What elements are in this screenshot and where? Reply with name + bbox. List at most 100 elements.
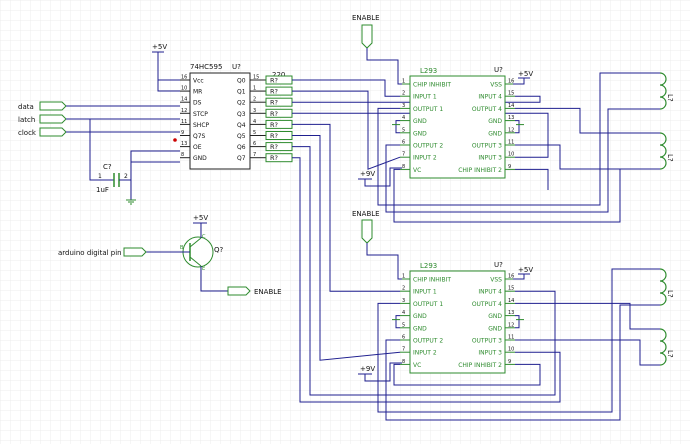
driver-pin-number: 2 [402,91,405,97]
driver-pin-name: INPUT 1 [413,289,437,296]
resistor[interactable]: R? [265,131,293,141]
wire [377,268,660,413]
sr-pin-number: 5 [253,130,256,136]
resistor[interactable]: R? [265,119,293,129]
wire [515,168,549,190]
sr-pin-name: Q6 [237,144,246,151]
coil-label: L? [666,154,674,162]
input-ports: data latch clock [18,101,180,137]
coil[interactable]: L? [659,268,674,306]
driver-pin-name: OUTPUT 4 [472,301,502,308]
sr-pin-number: 6 [253,141,256,147]
sr-pin-name: MR [193,89,202,96]
port-latch[interactable]: latch [18,114,180,124]
driver-pin-number: 5 [402,127,405,133]
wire [292,90,401,170]
driver-pin-name: INPUT 3 [478,155,502,162]
driver-pin-name: CHIP INHIBIT [413,82,451,89]
sr-pin-number: 10 [181,86,187,92]
resistor-ref: R? [270,88,278,96]
driver-pin-number: 10 [508,347,514,353]
resistor-ref: R? [270,154,278,162]
port-clock[interactable]: clock [18,127,180,137]
svg-text:latch: latch [18,116,35,124]
coil-label: L? [666,94,674,102]
driver-pin-name: GND [488,325,502,332]
driver-pin-number: 3 [402,298,405,304]
sr-pin-name: GND [193,155,207,162]
driver-pin-number: 4 [402,115,405,121]
resistor-value: 220 [272,71,285,79]
wire [515,144,660,170]
enable-port-1[interactable]: ENABLE [352,14,402,85]
svg-text:arduino digital pin: arduino digital pin [58,249,122,257]
driver-pin-number: 14 [508,103,514,109]
sr-pin-number: 8 [181,152,184,158]
resistor[interactable]: R? [265,75,293,85]
transistor-ref: Q? [214,246,224,254]
driver-pin-name: OUTPUT 1 [413,301,443,308]
driver-pin-name: GND [488,130,502,137]
sr-pin-number: 3 [253,108,256,114]
driver-pin-number: 15 [508,286,514,292]
driver-pin-number: 3 [402,103,405,109]
resistor[interactable]: R? [265,142,293,152]
svg-text:ENABLE: ENABLE [352,210,380,218]
oe-wire [130,150,180,180]
resistor-ref: R? [270,77,278,85]
svg-text:B: B [180,245,184,251]
driver-pin-number: 2 [402,286,405,292]
svg-text:E: E [202,266,205,272]
resistor[interactable]: R? [265,108,293,118]
driver-1-5v: +5V [518,70,533,78]
svg-text:ENABLE: ENABLE [254,288,282,296]
driver-pin-number: 15 [508,91,514,97]
coil-label: L? [666,350,674,358]
driver-2-5v: +5V [518,266,533,274]
coil[interactable]: L? [659,132,674,170]
sr-pin-number: 1 [253,86,256,92]
resistor[interactable]: R? [265,86,293,96]
sr-power-5v: +5V [152,43,180,92]
coil[interactable]: L? [659,328,674,366]
driver-pin-name: GND [413,313,427,320]
coil-label: L? [666,290,674,298]
sr-pin-number: 13 [181,141,187,147]
coil[interactable]: L? [659,72,674,110]
svg-text:ENABLE: ENABLE [352,14,380,22]
wire [292,146,556,396]
driver-pin-number: 1 [402,274,405,280]
driver-pin-name: OUTPUT 3 [472,143,502,150]
capacitor-value: 1uF [96,186,109,194]
driver-pin-name: INPUT 4 [478,289,502,296]
transistor-q[interactable]: Q? C B E [180,234,224,272]
driver-pin-number: 9 [508,359,511,365]
resistor[interactable]: R? [265,97,293,107]
driver-pin-number: 1 [402,79,405,85]
driver-pin-name: OUTPUT 2 [413,143,443,150]
enable-output-port[interactable]: ENABLE [227,286,282,296]
svg-text:data: data [18,103,34,111]
resistor[interactable]: R? [265,153,293,163]
enable-port-2[interactable]: ENABLE [352,210,402,280]
transistor-wiring: +5V [146,214,228,292]
driver-pin-name: OUTPUT 2 [413,338,443,345]
sr-pin-number: 15 [253,75,259,81]
transistor-5v: +5V [193,214,208,222]
driver-pin-name: INPUT 4 [478,94,502,101]
driver-pin-number: 13 [508,115,514,121]
port-data[interactable]: data [18,101,180,111]
power-5v-label: +5V [152,43,167,51]
driver-pin-number: 9 [508,164,511,170]
resistor-ref: R? [270,99,278,107]
driver-pin-name: VC [413,362,421,369]
sr-pin-name: Vcc [193,78,204,85]
arduino-pin-port[interactable]: arduino digital pin [58,247,147,257]
driver-pin-number: 4 [402,310,405,316]
sr-pin-name: DS [193,100,202,107]
